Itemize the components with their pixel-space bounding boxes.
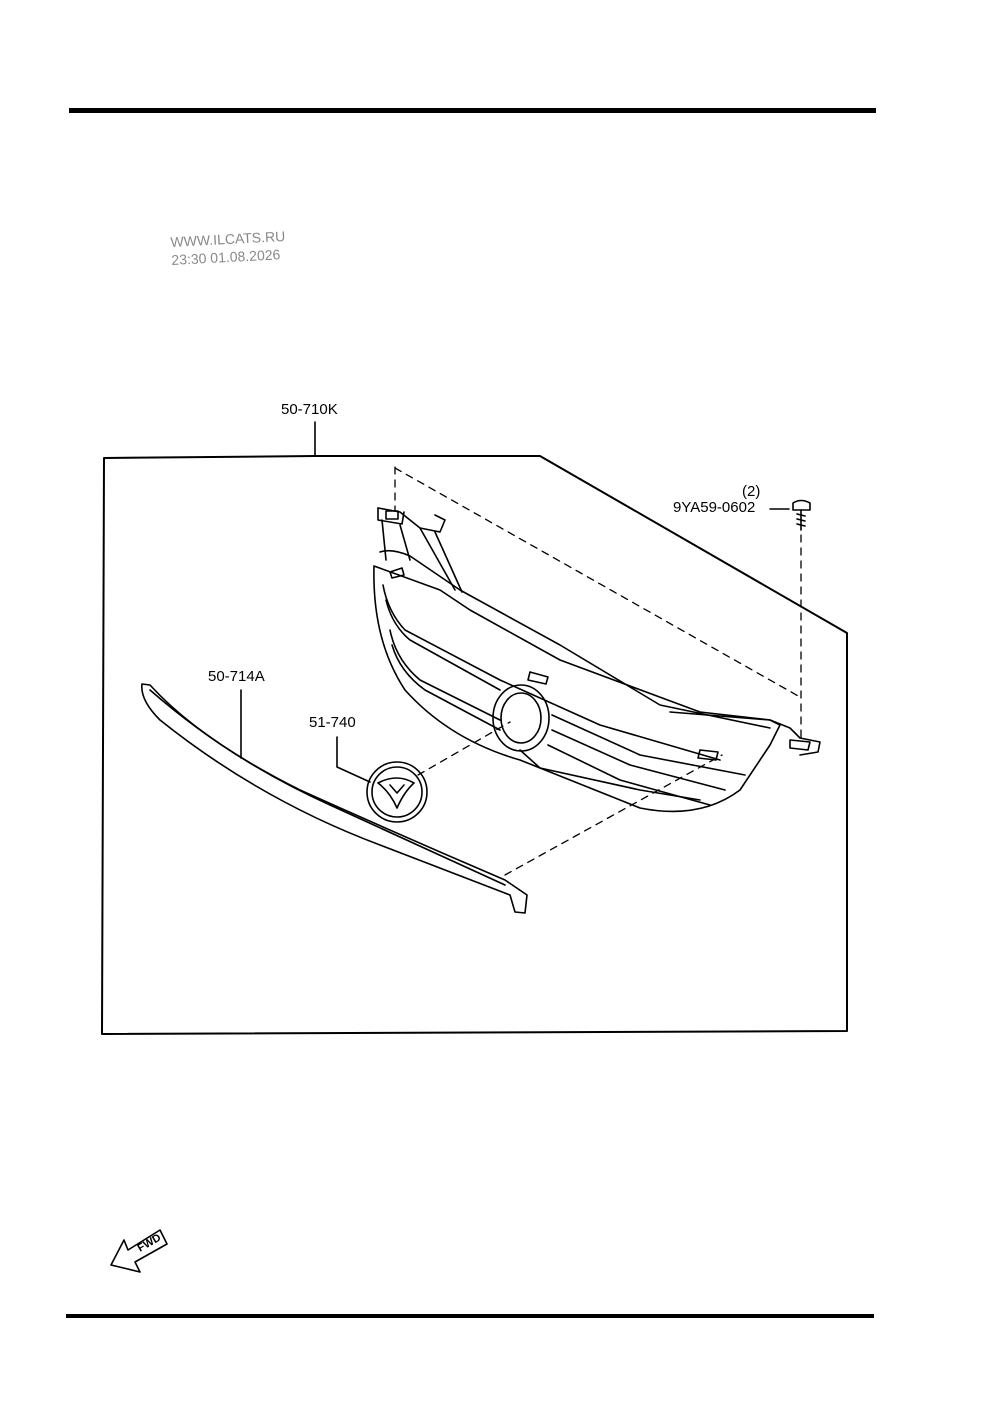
screw — [792, 499, 811, 531]
emblem — [366, 761, 428, 823]
callout-screw: 9YA59-0602 — [673, 499, 756, 516]
molding-strip — [141, 683, 528, 914]
top-rule — [69, 108, 876, 113]
callout-molding: 50-714A — [208, 668, 265, 685]
grille-body — [373, 507, 821, 813]
bottom-rule — [66, 1314, 874, 1318]
callout-grille-assembly: 50-710K — [281, 401, 338, 418]
callout-screw-quantity: (2) — [742, 483, 761, 500]
assembly-frame — [101, 455, 848, 1035]
callout-emblem: 51-740 — [309, 714, 356, 731]
fwd-marker — [110, 1229, 168, 1273]
fwd-text: FWD — [136, 1232, 164, 1255]
leader-51-740 — [336, 736, 371, 783]
alignment-lines — [394, 466, 802, 876]
arrow-left-icon — [110, 1229, 168, 1273]
